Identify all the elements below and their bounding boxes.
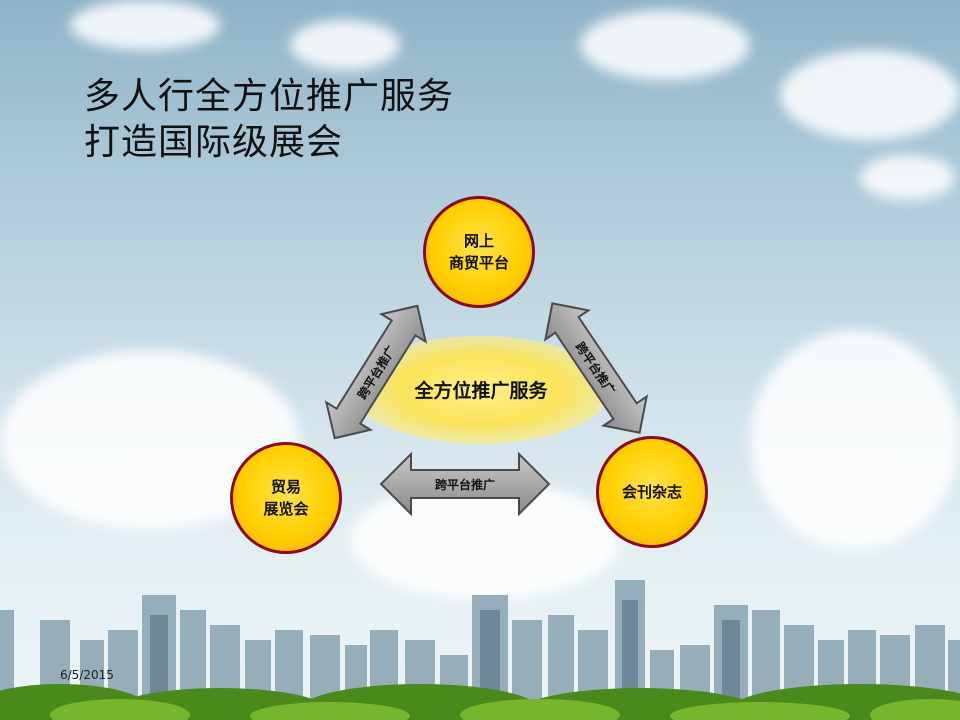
node-magazine: 会刊杂志 bbox=[596, 436, 708, 548]
node-trade-exhibition: 贸易 展览会 bbox=[230, 442, 342, 554]
date-label: 6/5/2015 bbox=[60, 668, 114, 682]
arrow-bottom: 跨平台推广 bbox=[379, 451, 551, 517]
cloud bbox=[580, 10, 750, 80]
cloud bbox=[860, 155, 955, 200]
cloud bbox=[70, 0, 220, 50]
city-skyline bbox=[0, 580, 960, 720]
cloud bbox=[290, 20, 400, 70]
cloud bbox=[780, 50, 960, 140]
arrow-right: 跨平台推广 bbox=[543, 302, 649, 434]
arrow-bottom-label: 跨平台推广 bbox=[435, 477, 495, 492]
title-line-2: 打造国际级展会 bbox=[84, 122, 344, 163]
arrow-left: 跨平台推广 bbox=[324, 304, 428, 440]
cloud bbox=[750, 330, 960, 550]
node-online-trade-platform: 网上 商贸平台 bbox=[423, 196, 535, 308]
center-label: 全方位推广服务 bbox=[414, 380, 548, 402]
title-block: 多人行全方位推广服务 打造国际级展会 bbox=[84, 74, 454, 166]
cloud bbox=[350, 480, 620, 600]
title-line-1: 多人行全方位推广服务 bbox=[84, 76, 455, 117]
